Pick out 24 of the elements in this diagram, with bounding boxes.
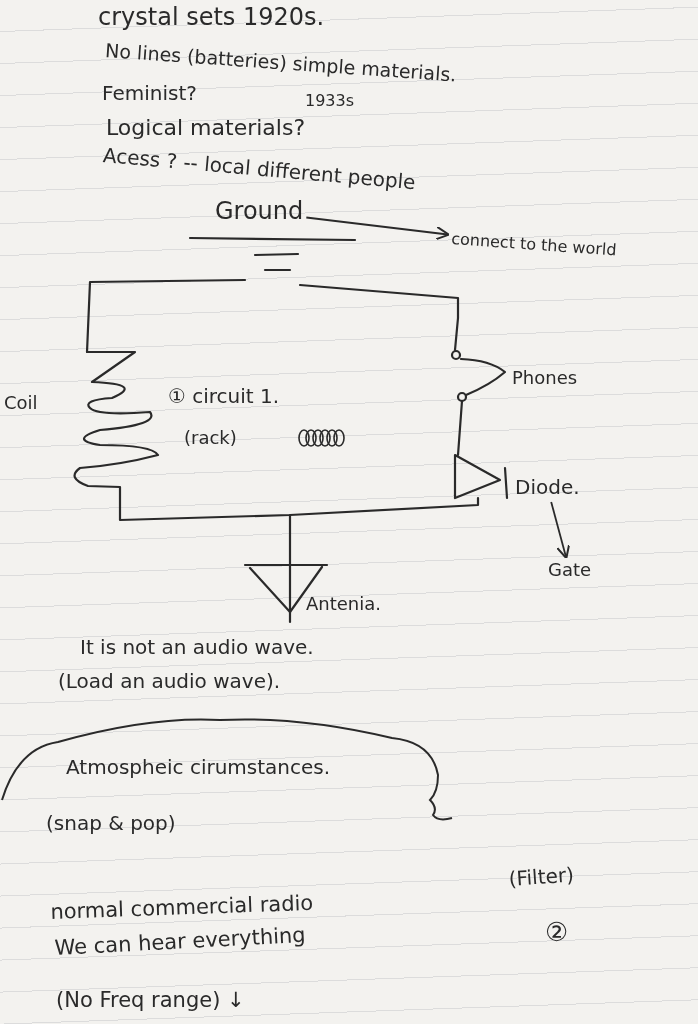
- handwritten-note: (Filter): [508, 863, 575, 891]
- handwritten-note: normal commercial radio: [50, 890, 314, 925]
- handwritten-note: 1933s: [305, 92, 355, 111]
- arrow: [305, 216, 450, 241]
- part-label: (rack): [184, 428, 237, 449]
- handwritten-note: (snap & pop): [46, 812, 176, 835]
- handwritten-note: Acess ? -- local different people: [102, 144, 417, 195]
- handwritten-note: Logical materials?: [106, 115, 306, 141]
- handwritten-note: connect to the world: [450, 230, 617, 260]
- handwritten-note: (No Freq range) ↓: [56, 988, 245, 1013]
- handwritten-note: crystal sets 1920s.: [98, 4, 325, 32]
- handwritten-note: Gate: [548, 560, 592, 581]
- part-label: Coil: [4, 393, 38, 414]
- handwritten-note: We can hear everything: [54, 922, 307, 961]
- part-label: Ground: [215, 198, 304, 226]
- part-label: ① circuit 1.: [168, 385, 280, 408]
- handwritten-note: It is not an audio wave.: [80, 636, 314, 659]
- part-label: Antenia.: [306, 594, 381, 615]
- arrow: [550, 501, 571, 560]
- part-label: Phones: [512, 368, 578, 389]
- handwritten-note: (Load an audio wave).: [58, 670, 281, 693]
- handwritten-note: Atmospheic cirumstances.: [66, 756, 331, 779]
- handwritten-note: ②: [545, 918, 569, 948]
- part-label: Diode.: [515, 476, 580, 499]
